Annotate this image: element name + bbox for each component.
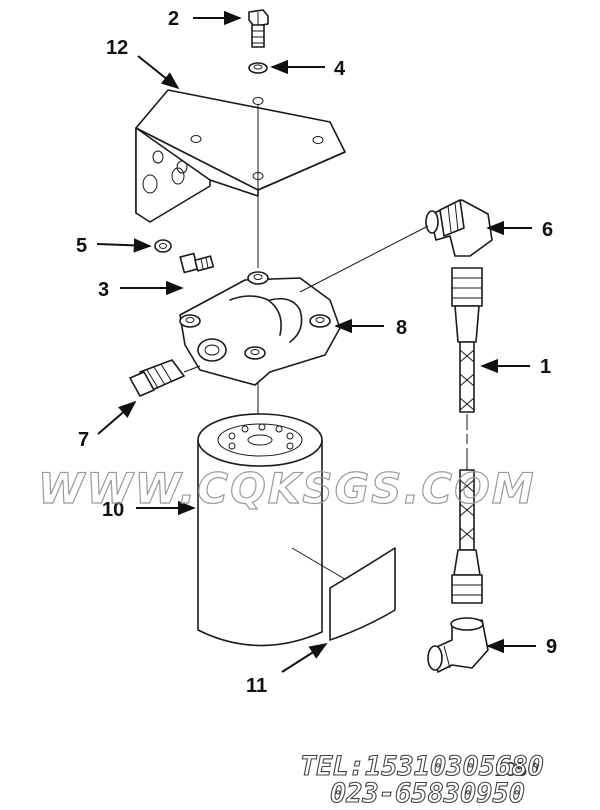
elbow-fitting-top xyxy=(425,199,493,257)
contact-phone: 023-65830950 xyxy=(330,778,525,809)
callout-6: 6 xyxy=(542,219,553,241)
elbow-fitting-bottom xyxy=(427,617,489,673)
callout-1: 1 xyxy=(540,356,551,378)
callout-9: 9 xyxy=(546,636,557,658)
filter-label xyxy=(329,547,396,641)
hose-assembly xyxy=(451,267,483,604)
figure-number: 1050 xyxy=(494,759,539,781)
mounting-bracket xyxy=(135,89,346,223)
callout-11: 11 xyxy=(246,675,267,697)
callout-arrows xyxy=(96,10,536,673)
washer-side xyxy=(154,239,172,253)
callout-10: 10 xyxy=(102,499,124,521)
callout-2: 2 xyxy=(168,8,179,30)
callout-8: 8 xyxy=(396,317,407,339)
contact-tel: TEL:15310305680 xyxy=(300,751,544,782)
washer-top xyxy=(248,62,268,74)
fitting-left xyxy=(129,359,201,397)
filter-head xyxy=(179,271,341,386)
callout-4: 4 xyxy=(334,58,346,80)
bolt-top xyxy=(248,9,269,48)
bolt-side xyxy=(179,252,215,274)
callout-12: 12 xyxy=(106,37,128,59)
callout-5: 5 xyxy=(76,235,87,257)
filter-canister xyxy=(197,413,361,647)
callout-3: 3 xyxy=(98,279,109,301)
watermark-text: WWW.CQKSGS.COM xyxy=(38,464,536,513)
callout-7: 7 xyxy=(78,429,89,451)
